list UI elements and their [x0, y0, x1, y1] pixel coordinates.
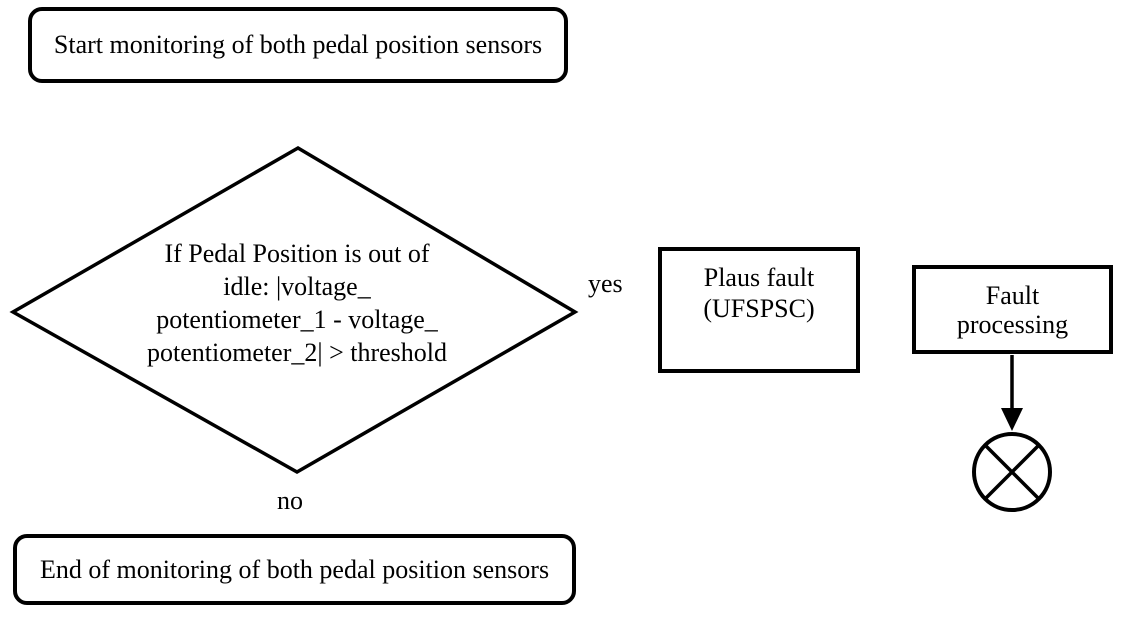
- start-node: Start monitoring of both pedal position …: [28, 7, 568, 83]
- start-node-label: Start monitoring of both pedal position …: [53, 30, 543, 60]
- plaus-fault-label: Plaus fault (UFSPSC): [703, 263, 815, 323]
- fault-processing-label: Fault processing: [956, 280, 1069, 339]
- crossed-circle-icon: [972, 432, 1052, 512]
- decision-diamond-shape: [9, 145, 579, 475]
- arrow-down-connector: [1001, 355, 1023, 431]
- end-node: End of monitoring of both pedal position…: [13, 534, 576, 605]
- end-node-label: End of monitoring of both pedal position…: [39, 554, 550, 584]
- terminator-cross-line-2: [983, 443, 1041, 501]
- fault-processing-node: Fault processing: [912, 265, 1113, 354]
- branch-yes-label: yes: [588, 269, 623, 298]
- arrowhead-icon: [1001, 408, 1023, 431]
- decision-node-label: If Pedal Position is out of idle: |volta…: [146, 239, 448, 367]
- plaus-fault-node: Plaus fault (UFSPSC): [658, 247, 860, 373]
- branch-no-label: no: [277, 486, 303, 515]
